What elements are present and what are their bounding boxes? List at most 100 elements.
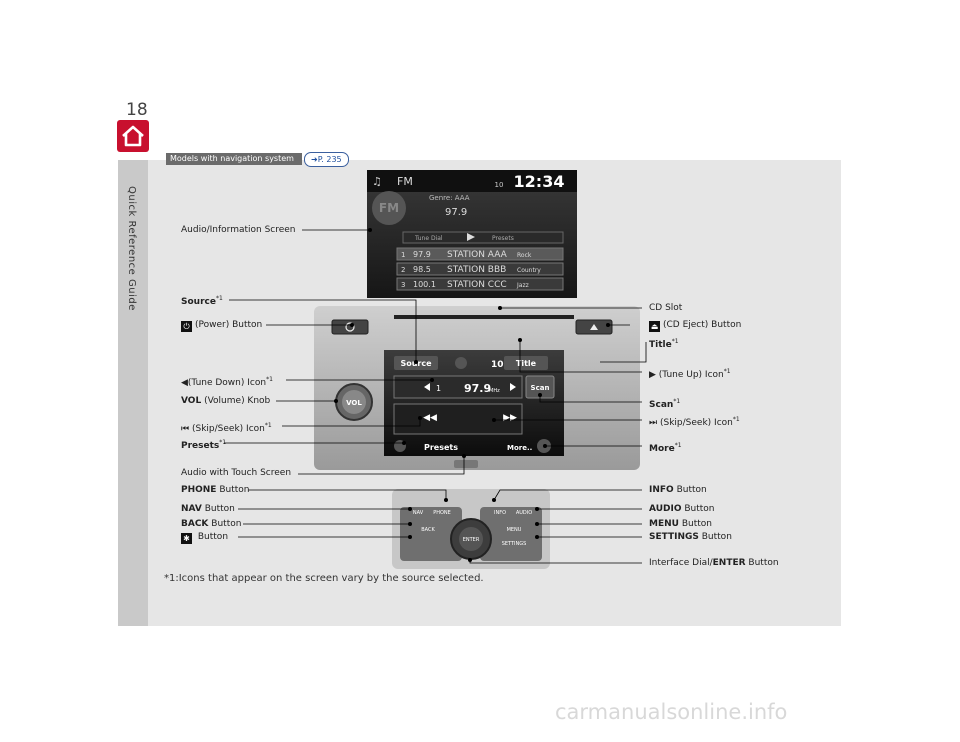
label-power-button: ⏻(Power) Button	[181, 319, 262, 332]
volume-level: 10	[491, 360, 504, 370]
label-button-word: Button	[197, 532, 229, 542]
label-menu-bold: MENU	[649, 519, 679, 529]
label-enter-bold: ENTER	[712, 558, 746, 568]
more-icon: More..	[507, 444, 532, 452]
label-button-word: Button	[684, 504, 715, 514]
svg-text:◀◀: ◀◀	[423, 413, 437, 423]
title-icon: Title	[516, 359, 537, 368]
station-freq: 98.5	[413, 265, 431, 274]
clock: 12:34	[514, 172, 565, 191]
label-button-word: Button	[748, 558, 779, 568]
tune-up-icon: ▶	[649, 370, 656, 380]
station-row[interactable]: 3 100.1 STATION CCC Jazz	[396, 277, 564, 291]
tune-down-icon: ◀	[181, 378, 188, 388]
svg-text:▶▶: ▶▶	[503, 413, 517, 423]
label-cd-slot: CD Slot	[649, 303, 683, 313]
label-vol-rest: (Volume) Knob	[204, 396, 271, 406]
footnote-mark: *1	[215, 295, 223, 302]
label-skip-seek-back: ⏮ (Skip/Seek) Icon*1	[181, 420, 272, 435]
scan-icon: Scan	[531, 384, 550, 392]
footnote-mark: *1	[732, 416, 740, 423]
label-audio-bold: AUDIO	[649, 504, 682, 514]
label-skip-back-text: (Skip/Seek) Icon	[191, 424, 265, 434]
power-icon: ⏻	[181, 321, 192, 332]
presets-icon: Presets	[424, 443, 458, 452]
skip-back-icon: ⏮	[181, 424, 190, 434]
audio-key-label: AUDIO	[516, 510, 532, 516]
label-source: Source*1	[181, 293, 223, 308]
signal-indicator: 10	[495, 181, 504, 189]
audio-information-screen: ♫ FM 12:34 10 FM Genre: AAA 97.9 Tune Di…	[367, 170, 577, 298]
label-source-text: Source	[181, 297, 216, 307]
sidebar	[118, 160, 148, 626]
label-button-word: Button	[204, 504, 235, 514]
eject-icon: ⏏	[649, 321, 660, 332]
music-note-icon: ♫	[372, 175, 382, 188]
label-vol-bold: VOL	[181, 396, 202, 406]
skip-forward-icon: ⏭	[649, 418, 658, 428]
label-button-word: Button	[681, 519, 712, 529]
label-info-bold: INFO	[649, 485, 674, 495]
station-freq: 100.1	[413, 280, 436, 289]
tab-presets: Presets	[492, 235, 514, 242]
home-icon[interactable]	[117, 120, 149, 152]
page-number: 18	[126, 100, 148, 120]
control-panel: NAV PHONE INFO AUDIO BACK MENU SETTINGS …	[392, 489, 550, 569]
label-settings-button: SETTINGS Button	[649, 531, 732, 543]
label-presets: Presets*1	[181, 437, 226, 452]
footnote-mark: *1	[671, 338, 679, 345]
genre-text: Genre: AAA	[429, 194, 470, 202]
band-label: FM	[397, 175, 413, 188]
station-genre: Jazz	[516, 282, 529, 289]
menu-key-label: MENU	[507, 527, 522, 533]
label-title-text: Title	[649, 340, 672, 350]
footnote-mark: *1	[674, 442, 682, 449]
label-phone-bold: PHONE	[181, 485, 217, 495]
label-nav-bold: NAV	[181, 504, 202, 514]
label-more: More*1	[649, 440, 682, 455]
label-interface-dial: Interface Dial/ENTER Button	[649, 557, 779, 569]
phone-key-label: PHONE	[433, 510, 451, 516]
touch-freq-unit: MHz	[489, 388, 500, 394]
touch-freq: 97.9	[464, 382, 491, 395]
label-back-button: BACK Button	[181, 518, 241, 530]
page-reference-link[interactable]: ➜P. 235	[304, 152, 349, 167]
label-scan: Scan*1	[649, 396, 680, 411]
station-num: 1	[401, 251, 405, 259]
label-button-word: Button	[676, 485, 707, 495]
station-genre: Rock	[517, 252, 532, 259]
label-tune-down: ◀(Tune Down) Icon*1	[181, 374, 273, 389]
model-tag: Models with navigation system	[166, 153, 302, 165]
label-cd-eject: ⏏(CD Eject) Button	[649, 319, 741, 332]
label-cd-eject-text: (CD Eject) Button	[663, 320, 742, 330]
footnote-mark: *1	[266, 376, 273, 383]
footnote-mark: *1	[723, 368, 731, 375]
footnote-mark: *1	[219, 439, 227, 446]
station-num: 3	[401, 281, 405, 289]
watermark: carmanualsonline.info	[555, 700, 788, 724]
footnote-mark: *1	[264, 422, 272, 429]
vol-knob-label: VOL	[346, 399, 362, 407]
label-power-text: (Power) Button	[195, 320, 263, 330]
label-audio-touch-screen: Audio with Touch Screen	[181, 468, 292, 478]
preset-number: 1	[436, 384, 441, 393]
label-button-word: Button	[701, 532, 732, 542]
station-freq: 97.9	[413, 250, 431, 259]
nav-key-label: NAV	[413, 510, 424, 516]
label-button-word: Button	[219, 485, 250, 495]
label-back-bold: BACK	[181, 519, 209, 529]
footnote-mark: *1	[673, 398, 681, 405]
settings-key-label: SETTINGS	[502, 541, 527, 547]
station-name: STATION BBB	[447, 265, 506, 275]
station-name: STATION CCC	[447, 280, 507, 290]
enter-key-label: ENTER	[463, 537, 480, 543]
label-more-text: More	[649, 444, 675, 454]
audio-head-unit: VOL Source 10 Title 1 97.9 MHz Scan ◀◀ ▶…	[314, 306, 640, 470]
footnote: *1:Icons that appear on the screen vary …	[164, 573, 484, 584]
section-title: Quick Reference Guide	[126, 186, 137, 311]
label-info-button: INFO Button	[649, 484, 707, 496]
freq-big: 97.9	[445, 207, 467, 218]
